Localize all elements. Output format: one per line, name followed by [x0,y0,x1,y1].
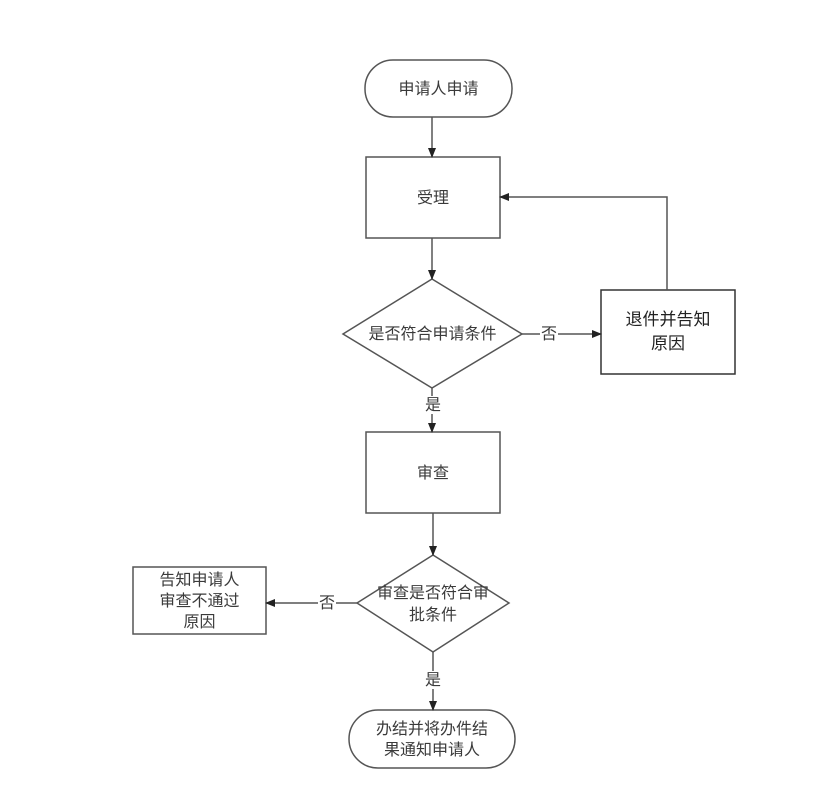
node-end-line-2: 果通知申请人 [383,740,480,759]
edge-label-yes-2: 是 [424,670,443,689]
node-notify-fail-line-2: 审查不通过 [159,591,240,610]
edge-label-yes-1: 是 [424,395,443,414]
node-start-shape [364,59,513,118]
node-check-approval-line-1: 审查是否符合审 [376,582,489,602]
node-check-approval-line-2: 批条件 [408,604,457,624]
node-return-notify-line-2: 原因 [651,334,685,354]
node-notify-fail-line-3: 原因 [183,612,216,631]
node-return-notify-line-1: 退件并告知 [625,310,711,330]
node-check-conditions-line: 是否符合申请条件 [368,323,497,343]
node-start-line: 申请人申请 [398,78,479,98]
node-end-label: 办结并将办件结 果通知申请人 [349,710,515,768]
node-return-notify-label: 退件并告知 原因 [601,290,735,374]
node-notify-fail-line-1: 告知申请人 [159,570,240,589]
node-end-line-1: 办结并将办件结 [375,719,488,738]
node-notify-fail-label: 告知申请人 审查不通过 原因 [133,567,266,634]
node-review-line: 审查 [416,462,449,482]
edge-label-no-2: 否 [318,593,337,612]
node-start-label: 申请人申请 [365,60,512,117]
node-review-label: 审查 [366,432,500,513]
node-notify-fail-shape [132,566,267,635]
node-accept-line: 受理 [416,187,449,207]
node-accept-shape [365,156,501,239]
node-accept-label: 受理 [366,157,500,238]
edge-return-to-accept [499,193,668,290]
node-check-approval-label: 审查是否符合审 批条件 [357,555,509,652]
edge-label-no-1: 否 [540,324,559,343]
node-check-conditions-label: 是否符合申请条件 [343,279,522,388]
